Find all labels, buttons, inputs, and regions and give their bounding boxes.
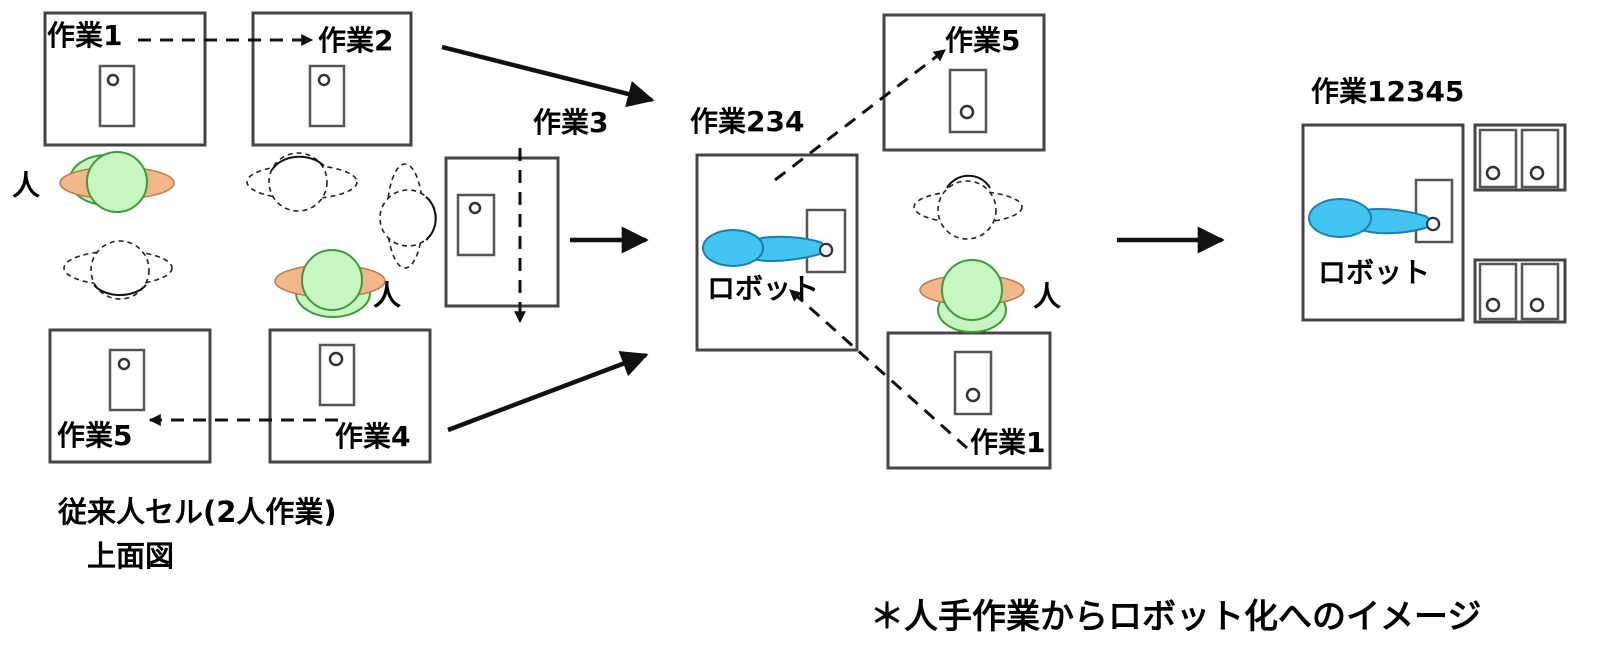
label-task1: 作業1: [47, 19, 122, 52]
conventional-cell: 作業1 作業2 作業3 作業5 作業4 人 人 従来人セル(2人作業) 上面図: [12, 11, 608, 573]
operator-figure-center: [274, 249, 386, 318]
robot-cell: 作業12345 ロボット: [1301, 75, 1567, 324]
operator-ghost-mid: [913, 174, 1023, 240]
workstation-task5-mid: [882, 13, 1046, 152]
label-task3: 作業3: [533, 106, 608, 139]
workstation-task4: [268, 328, 432, 464]
caption-top-view: 上面図: [87, 539, 174, 573]
label-person-center: 人: [373, 279, 401, 312]
operator-ghost-2: [379, 163, 437, 269]
footnote-caption: ＊人手作業からロボット化へのイメージ: [870, 597, 1481, 637]
caption-conventional: 従来人セル(2人作業): [57, 495, 337, 529]
label-task2: 作業2: [318, 24, 393, 57]
hybrid-cell: 作業234 作業5 作業1 ロボット 人: [690, 13, 1061, 470]
label-person-left: 人: [12, 169, 40, 202]
operator-figure-left: [59, 151, 175, 213]
robot-arm-mid: [702, 229, 833, 267]
robot-arm-right: [1308, 198, 1440, 238]
operator-figure-mid: [919, 259, 1025, 333]
flow-arrow-task1-to-robot: [789, 288, 968, 450]
label-robot-mid: ロボット: [707, 272, 819, 305]
label-task12345: 作業12345: [1311, 75, 1464, 108]
label-task5-mid: 作業5: [945, 24, 1020, 57]
label-robot-right: ロボット: [1318, 256, 1430, 289]
parts-tray-upper: [1473, 123, 1567, 192]
label-person-mid: 人: [1033, 280, 1061, 313]
transition-arrow-lower: [447, 350, 649, 433]
workstation-task5: [48, 328, 212, 464]
workstation-task2: [251, 11, 413, 147]
operator-ghost-1: [246, 152, 358, 212]
workstation-task3: [444, 156, 560, 308]
operator-ghost-3: [63, 240, 173, 300]
label-task234: 作業234: [690, 105, 804, 138]
flow-arrow-robot-to-task5: [774, 48, 946, 182]
workstation-task1: [43, 11, 207, 147]
transition-arrow-upper: [441, 44, 655, 108]
parts-tray-lower: [1473, 258, 1567, 324]
label-task5: 作業5: [57, 419, 132, 452]
label-task4: 作業4: [335, 420, 410, 453]
label-task1-mid: 作業1: [970, 426, 1045, 459]
